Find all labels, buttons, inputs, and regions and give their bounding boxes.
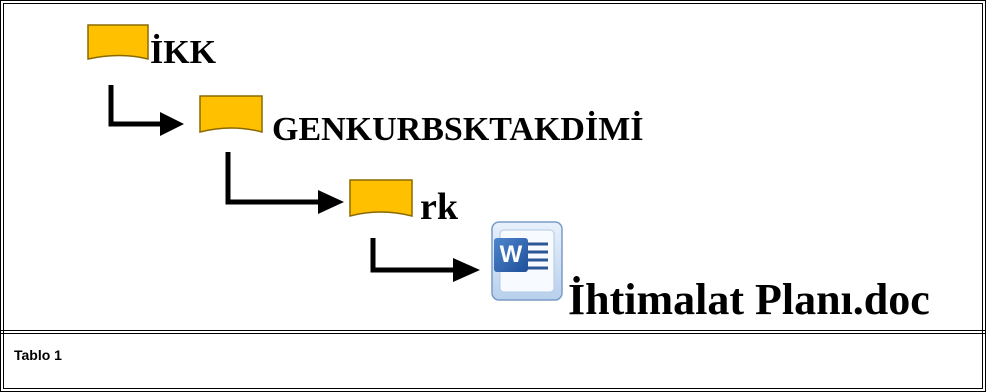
folder-label-root: İKK: [150, 34, 217, 71]
folder-label-level2: rk: [420, 186, 458, 228]
word-document-icon: W: [491, 221, 563, 301]
caption-divider: [0, 330, 986, 334]
file-label: İhtimalat Planı.doc: [568, 275, 930, 324]
connector-arrow-1: [108, 85, 184, 136]
folder-icon-level2: [349, 179, 413, 217]
folder-icon-level1: [199, 95, 263, 133]
svg-text:W: W: [500, 241, 523, 268]
folder-icon-root: [87, 24, 149, 60]
table-caption: Tablo 1: [14, 347, 62, 363]
connector-arrow-2: [225, 152, 344, 214]
connector-arrow-3: [370, 238, 480, 282]
folder-label-level1: GENKURBSKTAKDİMİ: [272, 111, 644, 148]
